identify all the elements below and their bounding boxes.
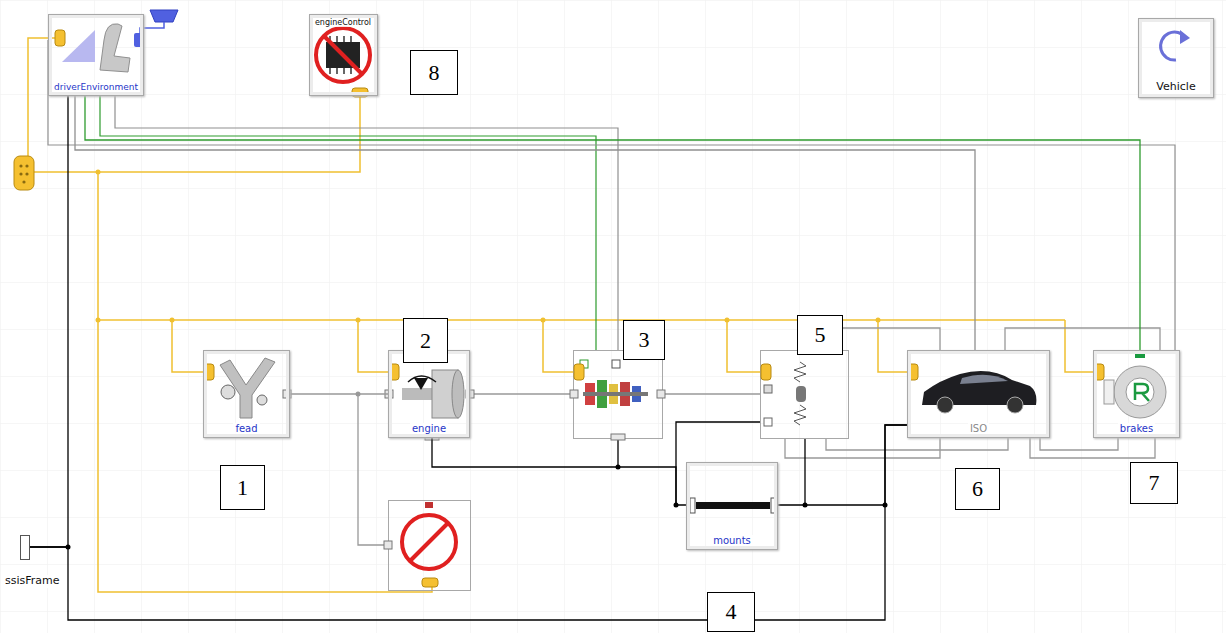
connector (75, 96, 975, 350)
component-label: driverEnvironment (52, 82, 140, 92)
engine-block: engine (388, 350, 470, 438)
component-label: ISO (968, 423, 989, 435)
bus-connector-pins (19, 164, 28, 183)
control-bus (28, 38, 1095, 592)
connector (30, 425, 907, 620)
callout-number: 8 (410, 50, 458, 95)
accessory-icon (402, 502, 456, 587)
iso-vehicle-block: ISO (907, 350, 1050, 438)
callout-number: 2 (403, 318, 448, 363)
transmission-icon (580, 360, 648, 408)
bus-junctions (96, 170, 881, 323)
component-label: engine (410, 423, 448, 435)
component-label: engineControl (313, 18, 373, 27)
component-label: Vehicle (1154, 81, 1197, 94)
engine-icon (402, 370, 464, 418)
brakes-block: brakes (1093, 350, 1180, 438)
vehicle-icon (1161, 30, 1190, 60)
shaft-lines (358, 328, 1160, 545)
connector (778, 425, 907, 505)
connector (290, 393, 388, 394)
connector (85, 96, 1140, 350)
engine-control-block: engineControl (309, 14, 378, 96)
signal-wires (48, 40, 1175, 350)
chassis-frame-port: ssisFrame (20, 535, 30, 560)
bus-connector (14, 156, 34, 190)
callout-number: 1 (220, 465, 265, 510)
fead-icon (220, 358, 275, 418)
mount-lines (618, 422, 805, 505)
mounts-block: mounts (686, 462, 778, 550)
callout-number: 7 (1130, 462, 1178, 504)
callout-number: 3 (623, 320, 665, 360)
engine-control-icon (316, 28, 370, 82)
connector (432, 438, 686, 505)
component-label: brakes (1118, 423, 1155, 435)
brakes-icon (1104, 350, 1166, 418)
driver-environment-icon (62, 24, 130, 72)
callout-number: 6 (955, 468, 1000, 510)
component-frames (389, 351, 849, 591)
component-label: ssisFrame (3, 575, 62, 588)
vehicle-block: Vehicle (1138, 18, 1214, 98)
component-label: mounts (711, 535, 753, 547)
flange-ports (283, 390, 665, 549)
bus-ports (55, 30, 1104, 380)
iso-vehicle-icon (922, 371, 1036, 413)
component-label: fead (233, 423, 259, 435)
driver-interface-connector (150, 10, 178, 22)
mount-junctions (66, 465, 888, 550)
fead-block: fead (203, 350, 290, 438)
driver-environment-block: driverEnvironment (48, 14, 144, 96)
connector (30, 96, 68, 547)
callout-number: 5 (797, 315, 843, 355)
driver-interface-port (134, 33, 143, 47)
callout-number: 4 (707, 592, 755, 632)
mounts-icon (690, 498, 776, 513)
